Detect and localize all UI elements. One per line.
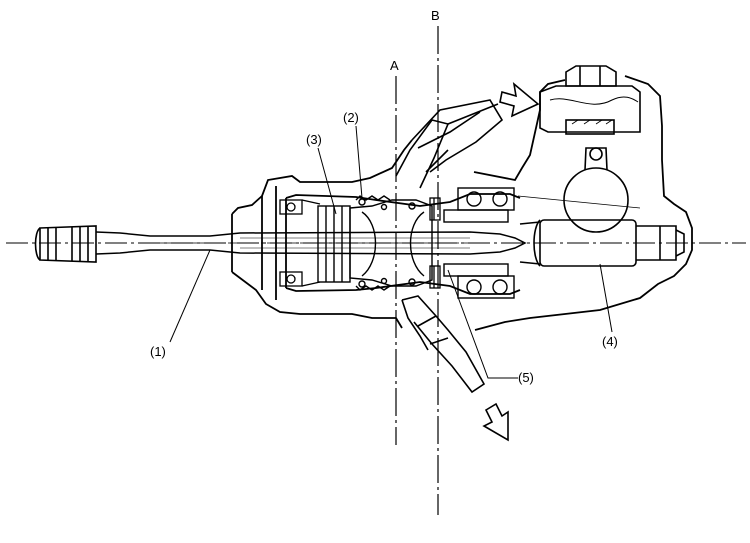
outlet-flow-arrow [482,402,509,442]
callout-3: (3) [306,132,322,147]
section-label-b: B [431,8,440,23]
input-shaft-end [34,225,97,263]
callout-5: (5) [518,370,534,385]
bearing [443,187,515,299]
callout-1: (1) [150,344,166,359]
upper-hose-fitting [395,99,504,189]
leader-5 [447,269,518,379]
leader-lines [169,125,613,379]
rack-piston [519,219,685,267]
left-seal [279,199,321,287]
adjuster-cap [539,65,641,135]
center-seals [429,197,441,289]
section-label-a: A [390,58,399,73]
callout-4: (4) [602,334,618,349]
leader-2 [355,125,363,199]
callout-2: (2) [343,110,359,125]
lower-hose-fitting [401,295,486,394]
ball-joint [517,147,641,233]
inlet-flow-arrow [499,82,540,118]
leader-1 [169,249,211,343]
pinion-gear [349,195,433,291]
leader-4 [599,263,613,333]
valve-body [317,205,351,283]
gear-housing [231,75,693,331]
leader-3 [317,147,337,215]
main-shaft [95,231,527,255]
